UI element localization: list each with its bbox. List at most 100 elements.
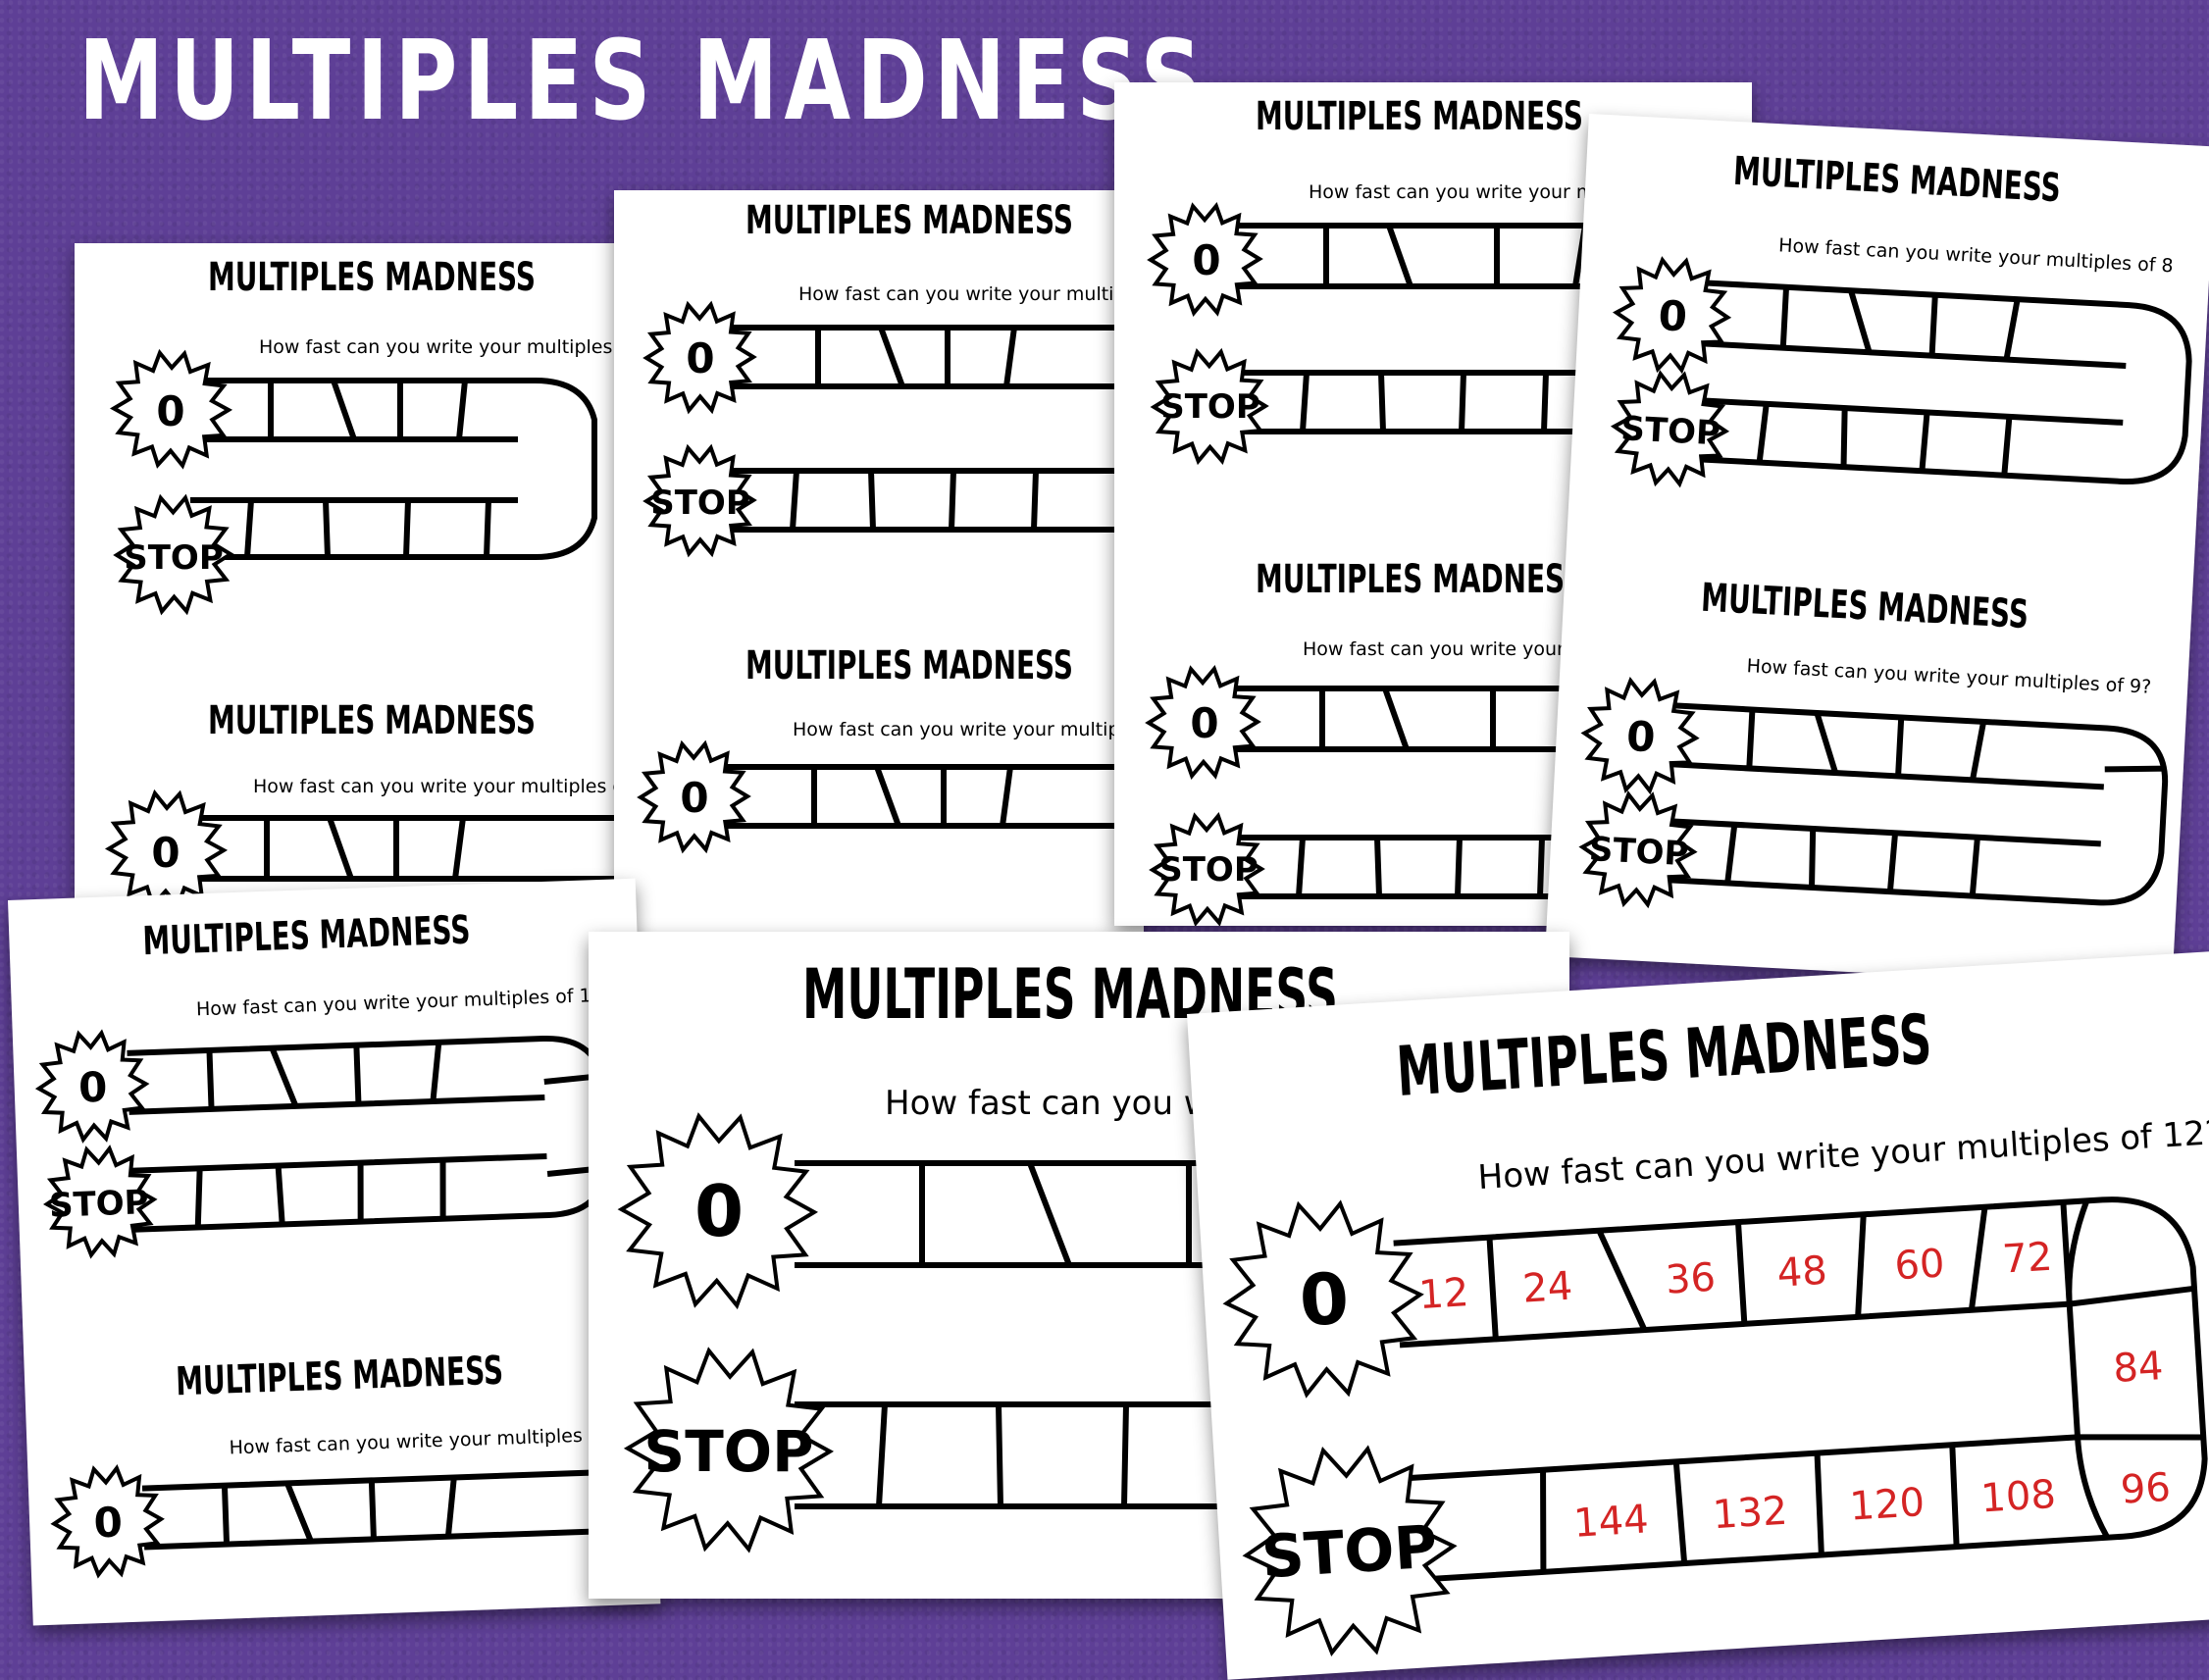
sheet-b-art: MULTIPLES MADNESS How fast can you write… <box>637 198 1144 854</box>
stop-burst <box>1150 347 1269 466</box>
start-label: 0 <box>151 829 180 877</box>
worksheet-prompt: How fast can you write your multipl <box>793 719 1125 740</box>
answer-number: 96 <box>2120 1465 2173 1513</box>
start-label: 0 <box>156 387 184 435</box>
answer-number: 72 <box>2001 1235 2054 1283</box>
worksheet-sheet-e: MULTIPLES MADNESS How fast can you write… <box>8 878 661 1626</box>
stop-burst <box>113 493 234 616</box>
race-track <box>730 325 1144 533</box>
worksheet-title: MULTIPLES MADNESS <box>745 198 1073 243</box>
stop-label: STOP <box>124 538 224 578</box>
start-burst <box>1580 677 1700 795</box>
stop-label: STOP <box>1259 1512 1439 1592</box>
race-track <box>1236 223 1752 434</box>
stop-burst <box>43 1145 158 1259</box>
worksheet-prompt: How fast can you write your multiples of… <box>1477 1113 2209 1197</box>
answer-number: 12 <box>1417 1270 1470 1318</box>
worksheet-title: MULTIPLES MADNESS <box>1395 999 1934 1112</box>
worksheet-sheet-g: MULTIPLES MADNESS How fast can you write… <box>1187 949 2209 1680</box>
answer-number: 48 <box>1775 1248 1828 1297</box>
start-burst <box>1145 665 1261 780</box>
answer-number: 60 <box>1893 1241 1946 1289</box>
worksheet-title: MULTIPLES MADNESS <box>142 908 471 965</box>
worksheet-title: MULTIPLES MADNESS <box>745 643 1073 688</box>
race-track <box>1663 702 2169 906</box>
answer-number: 120 <box>1848 1480 1926 1530</box>
worksheet-prompt: How fast can you write your multiples of <box>229 1424 608 1458</box>
stop-burst <box>642 443 757 558</box>
worksheet-prompt: How fast can you write your multip <box>798 283 1126 305</box>
start-burst <box>642 300 757 415</box>
race-track <box>724 764 1144 829</box>
start-label: 0 <box>93 1498 124 1547</box>
stop-label: STOP <box>1619 409 1721 453</box>
worksheet-prompt: How fast can you write your multiples of… <box>1778 234 2174 277</box>
start-label: 0 <box>1657 291 1688 340</box>
start-burst <box>1147 202 1263 317</box>
stop-burst <box>623 1347 835 1553</box>
race-track <box>795 1160 1569 1509</box>
start-label: 0 <box>1190 699 1218 747</box>
start-burst <box>617 1112 819 1310</box>
start-label: 0 <box>1297 1257 1351 1343</box>
stop-burst <box>1578 790 1698 909</box>
start-label: 0 <box>77 1063 108 1112</box>
answer-numbers: 12 24 36 48 60 72 84 96 108 120 132 144 <box>1417 1235 2173 1547</box>
worksheet-prompt: How fast can you write your mult <box>1309 181 1618 203</box>
sheet-c-art: MULTIPLES MADNESS How fast can you write… <box>1145 94 1752 926</box>
stop-burst <box>1149 812 1265 926</box>
race-track <box>1232 686 1752 899</box>
worksheet-title: MULTIPLES MADNESS <box>1256 557 1583 602</box>
stop-label: STOP <box>1158 850 1259 890</box>
stop-burst <box>1610 370 1730 488</box>
worksheet-prompt: How fast can you write your multiples o <box>253 776 624 797</box>
start-burst <box>34 1029 150 1144</box>
worksheet-prompt: How fast can you write your multiples o <box>259 336 630 358</box>
sheet-g-art: MULTIPLES MADNESS How fast can you write… <box>1222 999 2209 1656</box>
answer-number: 108 <box>1979 1472 2057 1522</box>
stop-label: STOP <box>48 1183 149 1226</box>
start-burst <box>637 739 751 854</box>
worksheet-sheet-d: MULTIPLES MADNESS How fast can you write… <box>1544 114 2209 990</box>
start-label: 0 <box>680 774 708 822</box>
race-track <box>1393 1196 2208 1583</box>
race-track <box>127 1036 609 1233</box>
worksheet-title: MULTIPLES MADNESS <box>1256 94 1583 139</box>
worksheet-sheet-b: MULTIPLES MADNESS How fast can you write… <box>614 190 1144 936</box>
worksheet-title: MULTIPLES MADNESS <box>175 1349 503 1405</box>
answer-number: 84 <box>2112 1344 2165 1392</box>
start-burst <box>1222 1199 1424 1399</box>
worksheet-prompt: How fast can you wri <box>885 1084 1234 1123</box>
answer-number: 144 <box>1572 1497 1650 1547</box>
start-burst <box>50 1464 165 1579</box>
sheet-e-art: MULTIPLES MADNESS How fast can you write… <box>34 908 658 1579</box>
banner-title: MULTIPLES MADNESS <box>78 18 1208 145</box>
start-label: 0 <box>694 1170 744 1252</box>
race-track <box>190 378 597 560</box>
start-burst <box>1612 256 1732 375</box>
answer-number: 132 <box>1712 1489 1789 1539</box>
worksheet-title: MULTIPLES MADNESS <box>208 698 536 743</box>
worksheet-prompt: How fast can you write your multiples of… <box>1746 655 2152 698</box>
worksheet-title: MULTIPLES MADNESS <box>1732 149 2062 211</box>
start-label: 0 <box>1192 236 1220 284</box>
answer-number: 36 <box>1665 1255 1718 1303</box>
start-label: 0 <box>1625 712 1657 761</box>
sheet-a-art: MULTIPLES MADNESS How fast can you write… <box>104 255 647 910</box>
start-burst <box>104 789 229 910</box>
worksheet-title: MULTIPLES MADNESS <box>208 255 536 300</box>
race-track <box>1696 280 2192 484</box>
answer-number: 24 <box>1521 1264 1574 1312</box>
start-burst <box>109 348 233 470</box>
stop-label: STOP <box>643 1418 813 1485</box>
worksheet-title: MULTIPLES MADNESS <box>1700 576 2029 637</box>
stop-label: STOP <box>1160 387 1260 427</box>
worksheet-prompt: How fast can you write your m <box>1303 638 1588 660</box>
stop-label: STOP <box>650 484 750 523</box>
race-track <box>141 1467 658 1551</box>
sheet-d-art: MULTIPLES MADNESS How fast can you write… <box>1578 149 2192 909</box>
stop-label: STOP <box>1588 830 1689 874</box>
worksheet-prompt: How fast can you write your multiples of… <box>196 985 614 1021</box>
start-label: 0 <box>686 334 714 382</box>
race-track <box>186 815 647 882</box>
